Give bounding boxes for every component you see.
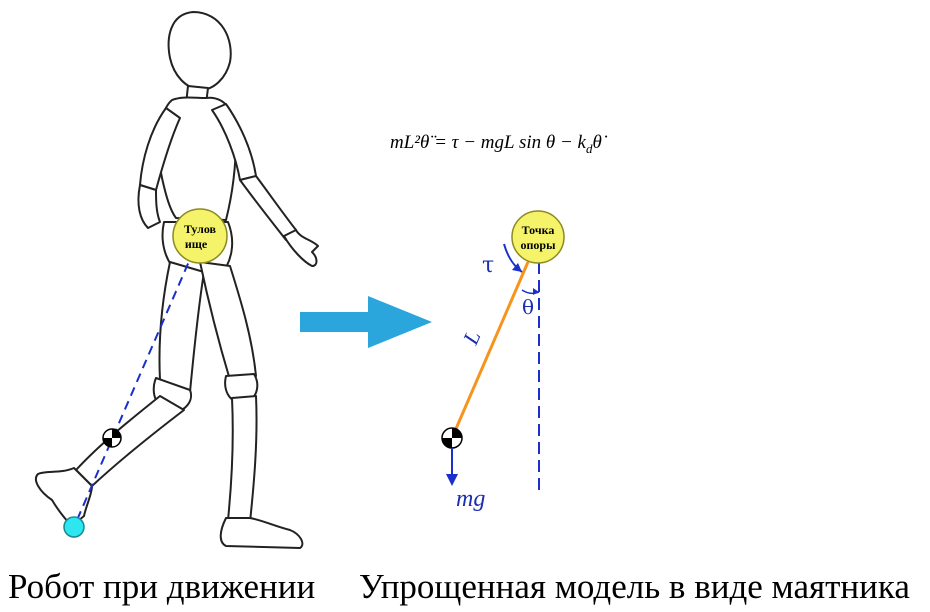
equation-of-motion: mL²θ̈ = τ − mgL sin θ − kdθ̇ xyxy=(390,132,608,156)
length-label: L xyxy=(457,327,485,349)
mannequin-front-shin xyxy=(227,395,258,523)
figure-com-marker xyxy=(102,428,122,448)
transition-arrow xyxy=(300,296,432,348)
mannequin-front-foot xyxy=(219,517,304,549)
torso-label-line2: ище xyxy=(185,237,208,251)
mannequin-back-shin xyxy=(75,395,185,487)
mannequin-back-foot xyxy=(34,467,93,527)
theta-label: θ xyxy=(522,295,534,319)
pendulum-mass-marker xyxy=(441,427,463,449)
mannequin-head xyxy=(167,11,232,91)
theta-arrowhead xyxy=(533,288,539,295)
caption-right: Упрощенная модель в виде маятника xyxy=(359,567,910,606)
weight-label: mg xyxy=(456,486,485,512)
torque-arrowhead xyxy=(512,263,522,272)
pivot-node: Точка опоры xyxy=(511,210,565,264)
pendulum-rod xyxy=(450,261,530,439)
torso-label-line1: Тулов xyxy=(184,222,217,236)
mannequin-front-hand xyxy=(283,229,319,267)
gravity-arrowhead xyxy=(446,474,458,486)
tau-label: τ xyxy=(482,253,494,278)
mannequin-back-forearm xyxy=(137,184,161,229)
foot-contact-node xyxy=(63,516,85,538)
mannequin-front-forearm xyxy=(239,175,297,241)
pivot-label-line1: Точка xyxy=(522,223,555,237)
mannequin-figure xyxy=(34,11,319,549)
pivot-label-line2: опоры xyxy=(521,238,557,252)
mannequin-front-thigh xyxy=(199,261,257,381)
leg-dashed-line xyxy=(73,235,201,528)
mannequin-back-thigh xyxy=(158,261,205,393)
caption-left: Робот при движении xyxy=(8,567,315,606)
torso-node: Тулов ище xyxy=(172,208,228,264)
